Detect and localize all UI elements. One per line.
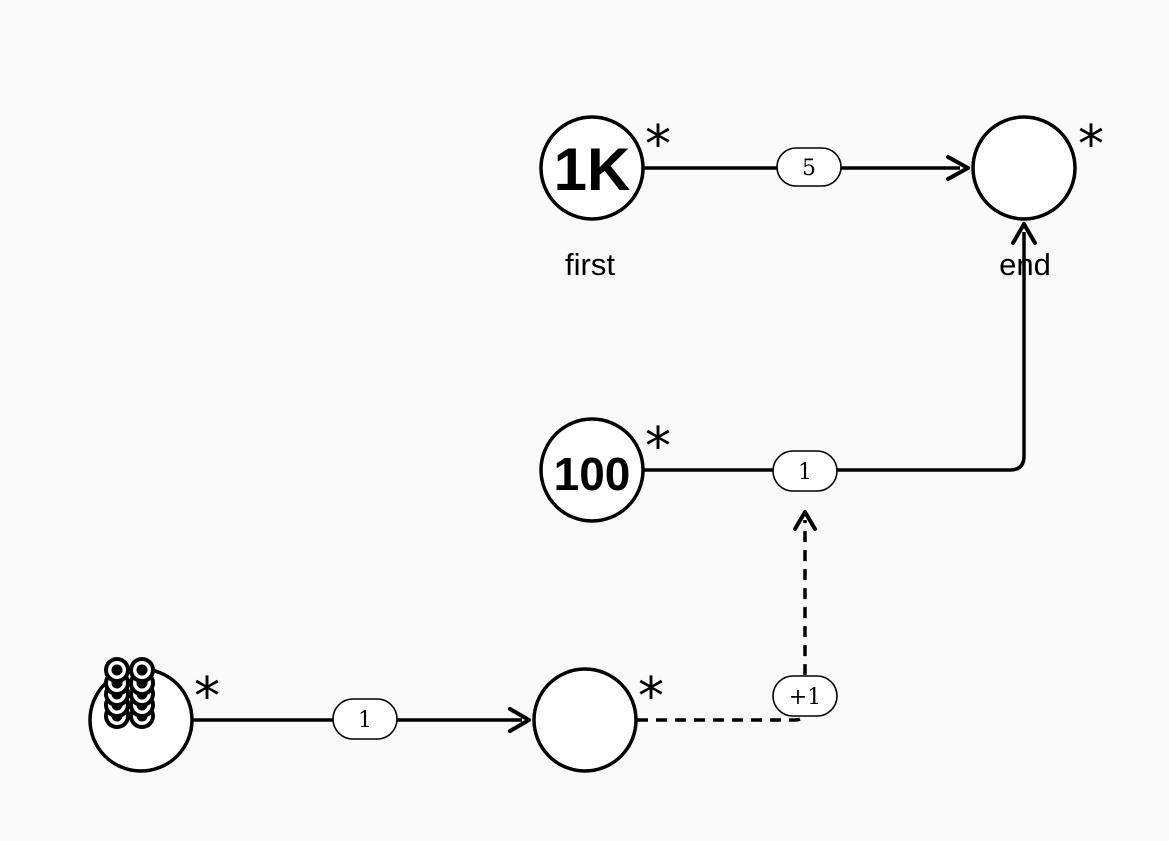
- node-marker: *: [194, 667, 220, 727]
- node-value: 100: [554, 448, 631, 500]
- node-middle[interactable]: *: [532, 667, 664, 773]
- node-value: 1K: [554, 136, 631, 203]
- edge-label-text: +1: [789, 685, 821, 710]
- arrowhead-icon: [946, 155, 970, 181]
- node-end[interactable]: * end: [971, 115, 1104, 282]
- node-hundred[interactable]: 100 *: [539, 417, 671, 523]
- node-caption: end: [999, 247, 1051, 282]
- edge-label-plus1[interactable]: +1: [772, 675, 838, 717]
- arrowhead-icon: [793, 510, 817, 531]
- node-first[interactable]: 1K * first: [539, 115, 671, 282]
- node-marker: *: [645, 115, 671, 175]
- node-marker: *: [645, 417, 671, 477]
- edge-label-5[interactable]: 5: [776, 147, 842, 187]
- edge-line: [643, 232, 1026, 472]
- edge-label-text: 5: [802, 156, 816, 181]
- stacked-tokens-icon: [104, 657, 155, 729]
- edge-hundred-to-end[interactable]: [643, 222, 1037, 472]
- node-caption: first: [565, 247, 615, 282]
- edge-label-text: 1: [358, 708, 372, 733]
- arrowhead-icon: [508, 707, 531, 733]
- edge-label-text: 1: [798, 460, 812, 485]
- edge-label-1-lower[interactable]: 1: [332, 698, 398, 740]
- node-source[interactable]: *: [88, 657, 220, 773]
- edge-label-1-upper[interactable]: 1: [772, 450, 838, 492]
- node-marker: *: [1078, 115, 1104, 175]
- node-marker: *: [638, 667, 664, 727]
- arrowhead-icon: [1011, 222, 1037, 245]
